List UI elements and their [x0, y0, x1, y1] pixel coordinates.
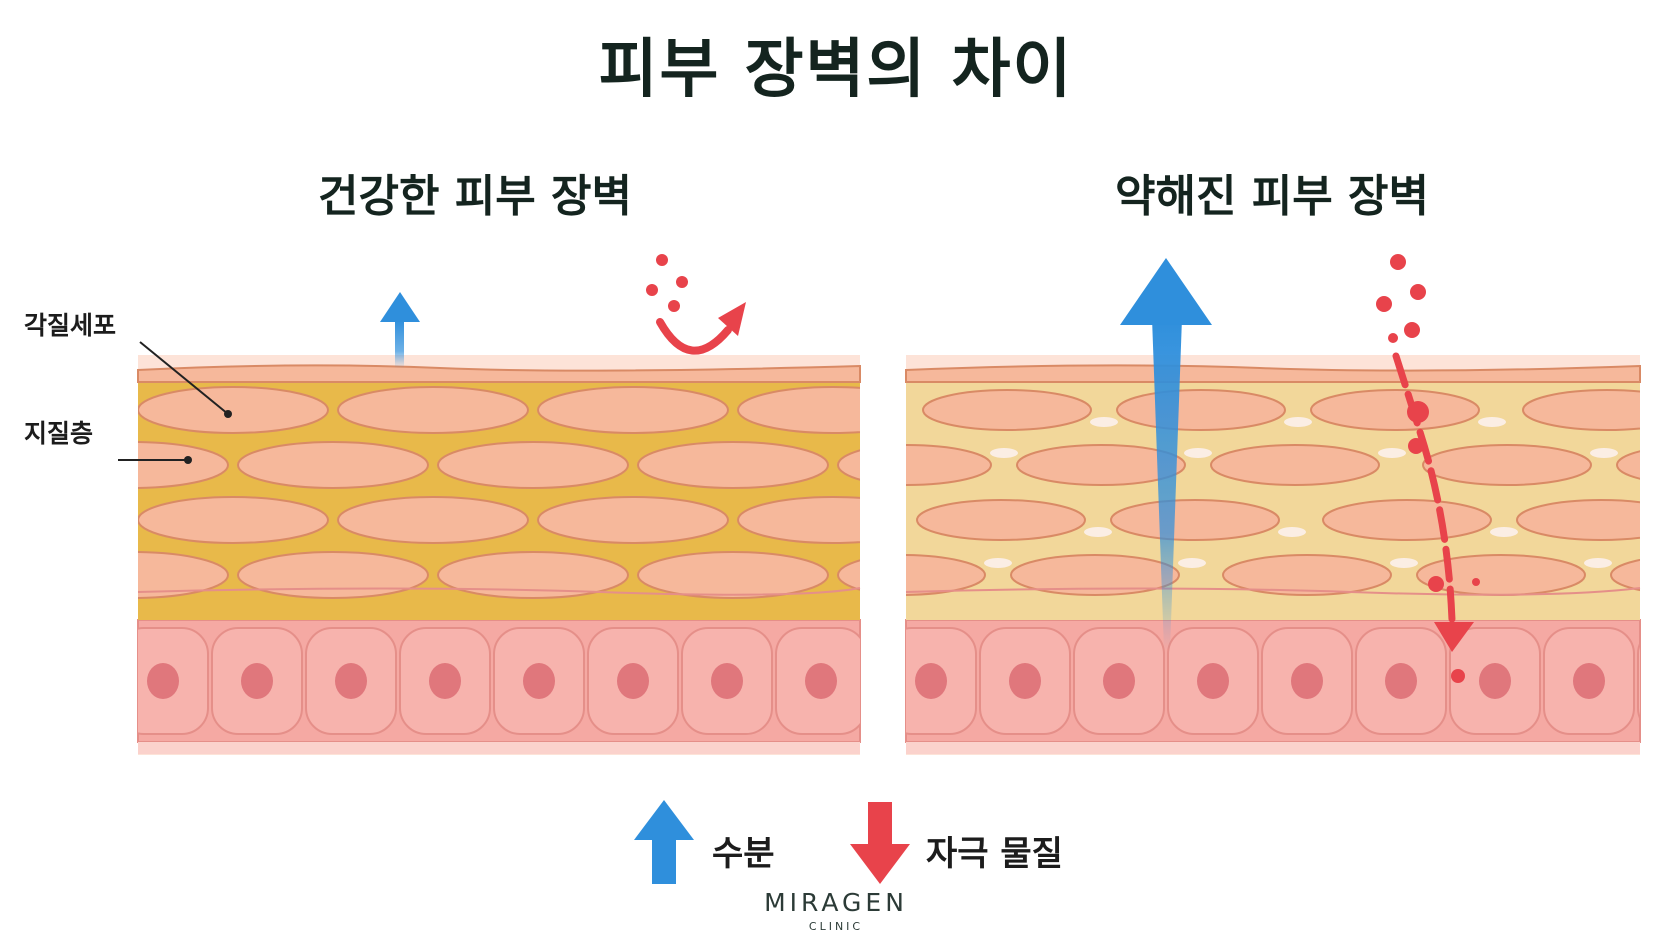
weakened-epidermis-cells — [906, 627, 1672, 735]
healthy-corneocyte-grid — [138, 386, 860, 599]
legend-water-icon — [634, 800, 694, 884]
cell-nucleus — [429, 663, 461, 699]
brand-logo-sub: CLINIC — [808, 920, 864, 933]
cell-nucleus — [617, 663, 649, 699]
lipid-gap — [984, 558, 1012, 568]
cell-nucleus — [805, 663, 837, 699]
corneocyte-cell — [1016, 444, 1186, 486]
corneocyte-cell — [1516, 499, 1640, 541]
lipid-gap — [1284, 417, 1312, 427]
lipid-gap — [1084, 527, 1112, 537]
corneocyte-cell — [637, 441, 829, 489]
lipid-gap — [990, 448, 1018, 458]
corneocyte-cell — [1222, 554, 1392, 596]
cell-nucleus — [1291, 663, 1323, 699]
corneocyte-cell — [1310, 389, 1480, 431]
legend-irritant-icon — [850, 802, 910, 884]
healthy-skin-section — [118, 254, 861, 755]
corneocyte-cell — [837, 449, 860, 481]
corneocyte-cell — [237, 551, 429, 599]
corneocyte-cell — [437, 551, 629, 599]
corneocyte-cell — [437, 441, 629, 489]
weakened-skin-section — [905, 254, 1672, 755]
corneocyte-cell — [637, 551, 829, 599]
page-title: 피부 장벽의 차이 — [598, 33, 1074, 107]
cell-nucleus — [1009, 663, 1041, 699]
corneocyte-cell — [1322, 499, 1492, 541]
lipid-gap — [1184, 448, 1212, 458]
corneocyte-cell — [138, 496, 329, 544]
water-loss-arrow-icon — [1120, 258, 1212, 650]
corneocyte-label: 각질세포 — [24, 311, 117, 340]
corneocyte-cell — [737, 496, 860, 544]
cell-nucleus — [711, 663, 743, 699]
cell-nucleus — [147, 663, 179, 699]
cell-nucleus — [1197, 663, 1229, 699]
lipid-gap — [1490, 527, 1518, 537]
cell-nucleus — [1573, 663, 1605, 699]
irritant-penetration-icon — [1376, 254, 1480, 683]
corneocyte-cell — [1610, 558, 1640, 592]
cell-nucleus — [1479, 663, 1511, 699]
lipid-layer-label: 지질층 — [24, 419, 94, 448]
cell-nucleus — [523, 663, 555, 699]
corneocyte-cell — [1116, 389, 1286, 431]
corneocyte-cell — [1522, 389, 1640, 431]
corneocyte-cell — [1616, 450, 1640, 480]
corneocyte-cell — [1422, 444, 1592, 486]
legend-water-label: 수분 — [712, 834, 775, 874]
lipid-gap — [1390, 558, 1418, 568]
corneocyte-cell — [906, 554, 986, 596]
corneocyte-cell — [1210, 444, 1380, 486]
corneocyte-cell — [1010, 554, 1180, 596]
weakened-panel-title: 약해진 피부 장벽 — [1115, 171, 1429, 222]
corneocyte-cell — [537, 496, 729, 544]
healthy-panel-title: 건강한 피부 장벽 — [318, 171, 632, 222]
lipid-gap — [1478, 417, 1506, 427]
healthy-epidermis-cells — [138, 627, 860, 735]
cell-nucleus — [1385, 663, 1417, 699]
corneocyte-cell — [537, 386, 729, 434]
lipid-gap — [1378, 448, 1406, 458]
corneocyte-cell — [737, 386, 860, 434]
corneocyte-cell — [138, 386, 329, 434]
lipid-gap — [1278, 527, 1306, 537]
epidermal-cell — [1637, 641, 1640, 721]
irritant-blocked-icon — [646, 254, 746, 355]
corneocyte-cell — [922, 389, 1092, 431]
lipid-gap — [1584, 558, 1612, 568]
corneocyte-cell — [916, 499, 1086, 541]
cell-nucleus — [1103, 663, 1135, 699]
corneocyte-cell — [337, 386, 529, 434]
water-retained-arrow-icon — [380, 292, 420, 368]
lipid-gap — [1090, 417, 1118, 427]
corneocyte-cell — [138, 441, 229, 489]
cell-nucleus — [335, 663, 367, 699]
cell-nucleus — [915, 663, 947, 699]
corneocyte-cell — [237, 441, 429, 489]
corneocyte-cell — [837, 559, 860, 591]
legend-irritant-label: 자극 물질 — [926, 834, 1063, 874]
corneocyte-cell — [1110, 499, 1280, 541]
legend — [634, 800, 910, 884]
cell-nucleus — [241, 663, 273, 699]
corneocyte-cell — [138, 551, 229, 599]
weakened-corneocyte-grid — [906, 389, 1640, 596]
lipid-gap — [1590, 448, 1618, 458]
brand-logo-name: MIRAGEN — [764, 888, 908, 917]
corneocyte-cell — [337, 496, 529, 544]
lipid-gap — [1178, 558, 1206, 568]
corneocyte-cell — [906, 444, 992, 486]
cell-nucleus — [1667, 663, 1672, 699]
